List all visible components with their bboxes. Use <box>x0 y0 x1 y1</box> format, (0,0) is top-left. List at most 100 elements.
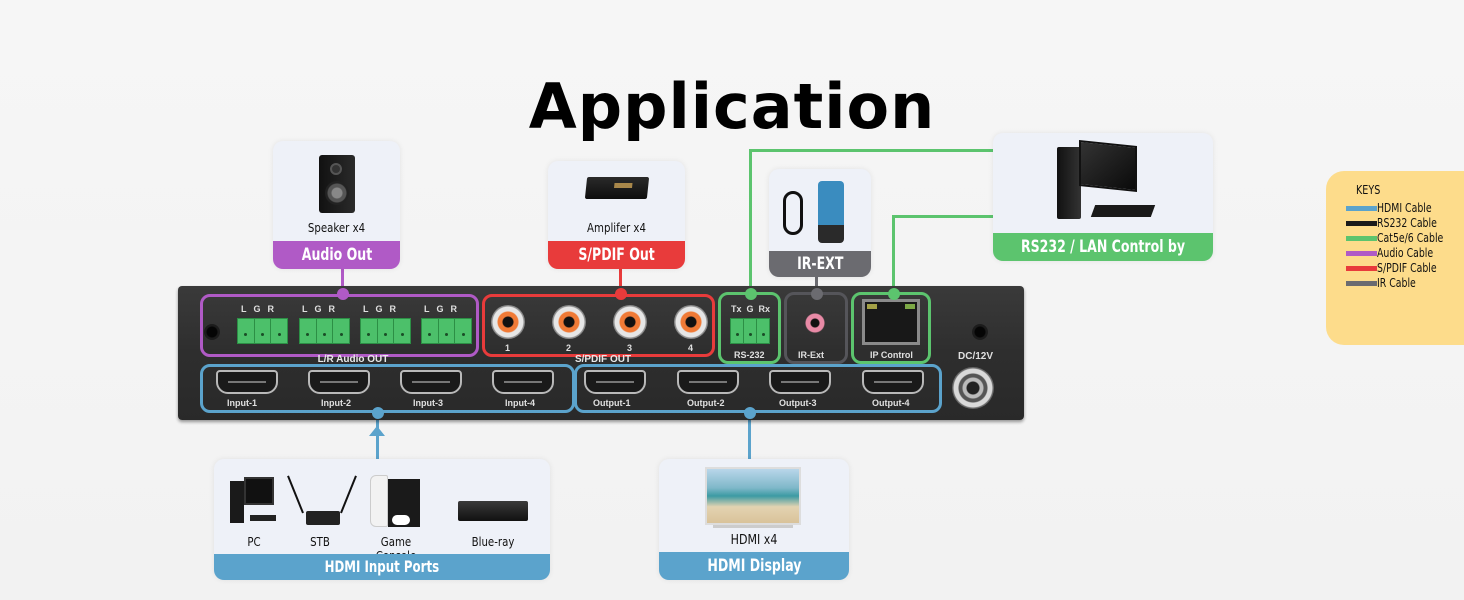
key-spdif: S/PDIF Cable <box>1346 261 1453 275</box>
hdmi-input-card: PC STB Game Console Blue-ray HDMI Input … <box>214 459 550 580</box>
hdmi-output-port-2[interactable] <box>677 370 739 394</box>
page-title: Application <box>528 70 936 143</box>
audio-header-3: LGR <box>363 304 404 314</box>
key-swatch <box>1346 220 1377 226</box>
key-label: HDMI Cable <box>1377 201 1432 215</box>
audio-connector-dot <box>337 288 349 300</box>
input-2-label: Input-2 <box>321 398 351 408</box>
keyboard-icon <box>1090 205 1156 217</box>
key-ir: IR Cable <box>1346 276 1427 290</box>
key-label: IR Cable <box>1377 276 1416 290</box>
rs232-header: Tx G Rx <box>731 304 771 314</box>
screw-left-icon <box>204 324 220 340</box>
spdif-connector-dot <box>615 288 627 300</box>
keys-title: KEYS <box>1356 183 1381 197</box>
audio-line <box>341 268 344 294</box>
audio-out-card: Speaker x4 Audio Out <box>273 141 400 269</box>
spdif-number-2: 2 <box>566 343 572 353</box>
tv-display-icon <box>705 467 801 525</box>
rs232-connector-dot <box>745 288 757 300</box>
spdif-port-3[interactable] <box>613 305 647 339</box>
hdmi-input-port-4[interactable] <box>492 370 554 394</box>
rs232-terminal[interactable] <box>730 318 770 344</box>
key-rs232: RS232 Cable <box>1346 216 1454 230</box>
keys-legend: KEYS HDMI Cable RS232 Cable Cat5e/6 Cabl… <box>1326 171 1464 345</box>
blu-ray-player-icon <box>458 501 528 521</box>
key-swatch <box>1346 280 1377 286</box>
audio-terminal-1[interactable] <box>237 318 288 344</box>
display-caption: HDMI x4 <box>730 533 778 548</box>
dc-label: DC/12V <box>958 351 994 362</box>
audio-terminal-4[interactable] <box>421 318 472 344</box>
rs232-line-vertical <box>749 149 752 294</box>
hdmi-output-port-3[interactable] <box>769 370 831 394</box>
spdif-number-3: 3 <box>627 343 633 353</box>
dc-power-port[interactable] <box>952 367 994 409</box>
key-label: RS232 Cable <box>1377 216 1437 230</box>
ir-ext-label: IR-Ext <box>798 350 825 360</box>
key-swatch <box>1346 205 1377 211</box>
audio-header-1: LGR <box>241 304 282 314</box>
ir-line <box>815 272 818 294</box>
audio-header-2: LGR <box>302 304 343 314</box>
spdif-out-card: Amplifer x4 S/PDIF Out <box>548 161 685 269</box>
hdmi-input-port-3[interactable] <box>400 370 462 394</box>
monitor-icon <box>1079 139 1137 193</box>
ir-cable-icon <box>783 191 803 235</box>
spdif-number-1: 1 <box>505 343 511 353</box>
ip-control-label: IP Control <box>870 350 913 360</box>
hdmi-output-line <box>748 412 751 460</box>
spdif-port-2[interactable] <box>552 305 586 339</box>
ethernet-port[interactable] <box>862 299 920 345</box>
hdmi-output-connector-dot <box>744 407 756 419</box>
input-4-label: Input-4 <box>505 398 535 408</box>
key-label: Audio Cable <box>1377 246 1434 260</box>
spdif-port-1[interactable] <box>491 305 525 339</box>
pc-control-card: RS232 / LAN Control by PC <box>993 133 1213 261</box>
pc-control-band: RS232 / LAN Control by PC <box>993 233 1213 261</box>
audio-header-4: LGR <box>424 304 465 314</box>
stb-router-icon <box>287 473 357 527</box>
hdmi-input-line <box>376 412 379 460</box>
pc-tower-icon <box>1057 147 1081 219</box>
rs232-line-horizontal <box>749 149 995 152</box>
hdmi-input-connector-dot <box>372 407 384 419</box>
arrow-up-icon <box>369 426 385 436</box>
ir-ext-port[interactable] <box>804 312 826 334</box>
audio-terminal-3[interactable] <box>360 318 411 344</box>
audio-out-label: L/R Audio OUT <box>317 354 389 365</box>
rs232-label: RS-232 <box>734 350 765 360</box>
amplifier-caption: Amplifer x4 <box>587 221 646 235</box>
key-cat: Cat5e/6 Cable <box>1346 231 1462 245</box>
hdmi-output-port-4[interactable] <box>862 370 924 394</box>
hdmi-matrix-device: LGR LGR LGR LGR L/R Audio OUT 1 2 3 4 S/… <box>178 286 1024 420</box>
output-2-label: Output-2 <box>687 398 725 408</box>
remote-control-icon <box>818 181 844 243</box>
hdmi-input-port-1[interactable] <box>216 370 278 394</box>
speaker-icon <box>319 155 355 213</box>
hdmi-input-port-2[interactable] <box>308 370 370 394</box>
amplifier-icon <box>584 177 650 199</box>
key-swatch <box>1346 265 1377 271</box>
audio-out-band: Audio Out <box>273 241 400 269</box>
spdif-out-label: S/PDIF OUT <box>574 354 632 365</box>
hdmi-input-band: HDMI Input Ports <box>214 554 550 580</box>
ir-ext-card: IR-EXT <box>769 169 871 277</box>
game-console-icon <box>370 475 432 529</box>
key-audio: Audio Cable <box>1346 246 1449 260</box>
key-swatch <box>1346 250 1377 256</box>
key-swatch <box>1346 235 1377 241</box>
screw-right-icon <box>972 324 988 340</box>
spdif-port-4[interactable] <box>674 305 708 339</box>
device-label-pc: PC <box>247 535 261 549</box>
input-1-label: Input-1 <box>227 398 257 408</box>
speaker-caption: Speaker x4 <box>307 221 366 235</box>
key-label: S/PDIF Cable <box>1377 261 1437 275</box>
hdmi-output-port-1[interactable] <box>584 370 646 394</box>
key-hdmi: HDMI Cable <box>1346 201 1447 215</box>
hdmi-display-band: HDMI Display <box>659 552 849 580</box>
spdif-out-band: S/PDIF Out <box>548 241 685 269</box>
output-3-label: Output-3 <box>779 398 817 408</box>
audio-terminal-2[interactable] <box>299 318 350 344</box>
hdmi-display-card: HDMI x4 HDMI Display <box>659 459 849 580</box>
